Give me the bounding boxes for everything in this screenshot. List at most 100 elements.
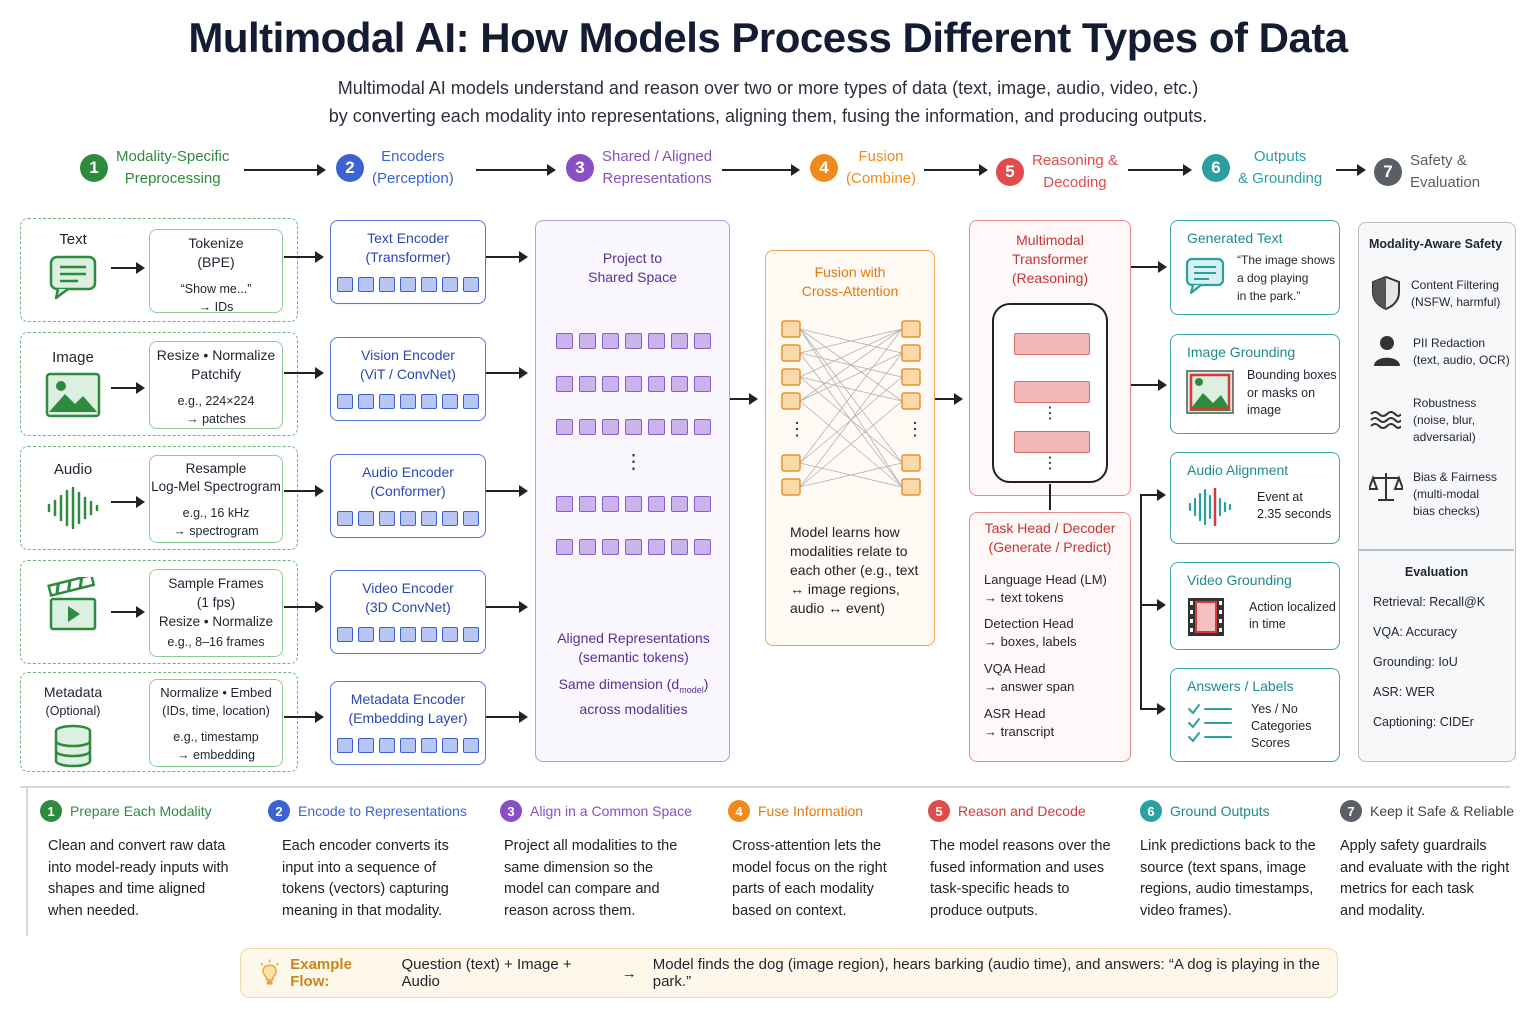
example-flow-banner: Example Flow: Question (text) + Image + … bbox=[240, 948, 1338, 998]
encoder-tokens bbox=[331, 511, 485, 526]
step-4-header: 4 Fusion(Combine) bbox=[810, 146, 916, 190]
flow-arrow bbox=[284, 367, 324, 379]
modality-label: Text bbox=[59, 231, 87, 248]
waveform-icon bbox=[47, 486, 99, 530]
modality-label: Metadata bbox=[43, 684, 103, 700]
row-arrow bbox=[111, 382, 145, 394]
person-icon bbox=[1374, 336, 1400, 366]
step-arrow bbox=[924, 164, 988, 176]
transformer-layer bbox=[1014, 381, 1090, 403]
fusion-ellipsis-right: ⋮ bbox=[906, 419, 924, 439]
flow-arrow bbox=[1140, 489, 1166, 501]
step-3-badge: 3 bbox=[566, 154, 594, 182]
video-encoder: Video Encoder(3D ConvNet) bbox=[330, 570, 486, 654]
database-icon bbox=[54, 724, 92, 768]
image-icon bbox=[45, 372, 101, 418]
vision-encoder: Vision Encoder(ViT / ConvNet) bbox=[330, 337, 486, 421]
step-arrow bbox=[1128, 164, 1192, 176]
step-arrow bbox=[244, 164, 326, 176]
flow-arrow bbox=[284, 251, 324, 263]
shared-token-rows: ⋮ bbox=[536, 333, 731, 555]
transformer-ellipsis: ⋮ bbox=[1042, 455, 1058, 472]
fusion-ellipsis-left: ⋮ bbox=[788, 419, 806, 439]
safety-evaluation-panel: Modality-Aware Safety Content Filtering(… bbox=[1358, 222, 1516, 762]
flow-arrow bbox=[284, 601, 324, 613]
step-5-header: 5 Reasoning &Decoding bbox=[996, 150, 1118, 194]
encoder-tokens bbox=[331, 627, 485, 642]
flow-arrow bbox=[935, 393, 963, 405]
step-5-badge: 5 bbox=[996, 158, 1024, 186]
bounding-box-image-icon bbox=[1186, 370, 1234, 414]
flow-arrow bbox=[1131, 379, 1167, 391]
flow-arrow bbox=[486, 485, 528, 497]
flow-arrow bbox=[486, 711, 528, 723]
row-arrow bbox=[111, 606, 145, 618]
transformer-stack: ⋮ ⋮ bbox=[992, 303, 1108, 483]
step-arrow bbox=[722, 164, 800, 176]
transformer-layer bbox=[1014, 333, 1090, 355]
step-4-badge: 4 bbox=[810, 154, 838, 182]
flow-arrow bbox=[284, 485, 324, 497]
chat-icon bbox=[49, 255, 97, 300]
section-divider bbox=[20, 786, 1510, 788]
flow-arrow bbox=[284, 711, 324, 723]
modality-row-text: Text Tokenize(BPE) “Show me...”→ IDs bbox=[20, 218, 298, 322]
page-subtitle: Multimodal AI models understand and reas… bbox=[328, 78, 1208, 126]
step-arrow bbox=[476, 164, 556, 176]
modality-row-metadata: Metadata (Optional) Normalize • Embed(ID… bbox=[20, 672, 298, 772]
text-encoder: Text Encoder(Transformer) bbox=[330, 220, 486, 304]
encoder-tokens bbox=[331, 738, 485, 753]
step-1-badge: 1 bbox=[80, 154, 108, 182]
flow-arrow bbox=[1131, 261, 1167, 273]
waveform-icon bbox=[1188, 488, 1232, 526]
film-frame-icon bbox=[1188, 598, 1224, 636]
flow-arrow bbox=[486, 367, 528, 379]
cross-attention-graphic bbox=[781, 320, 921, 496]
lightbulb-icon bbox=[260, 959, 279, 985]
checklist-icon bbox=[1188, 704, 1232, 743]
page-title: Multimodal AI: How Models Process Differ… bbox=[188, 14, 1348, 61]
flow-arrow bbox=[730, 393, 758, 405]
row-arrow bbox=[111, 262, 145, 274]
step-6-badge: 6 bbox=[1202, 154, 1230, 182]
encoder-tokens bbox=[331, 394, 485, 409]
flow-connector bbox=[1140, 494, 1142, 710]
divider bbox=[1359, 549, 1514, 551]
example-flow-arrow: → bbox=[621, 964, 637, 982]
flow-connector bbox=[1049, 484, 1051, 510]
audio-encoder: Audio Encoder(Conformer) bbox=[330, 454, 486, 538]
preprocess-text: Tokenize(BPE) “Show me...”→ IDs bbox=[149, 229, 283, 314]
example-flow-label: Example Flow: bbox=[290, 956, 352, 990]
step-7-header: 7 Safety &Evaluation bbox=[1374, 150, 1480, 194]
step-2-header: 2 Encoders(Perception) bbox=[336, 146, 454, 190]
modality-label: Audio bbox=[53, 461, 93, 478]
transformer-layer bbox=[1014, 431, 1090, 453]
flow-arrow bbox=[486, 601, 528, 613]
metadata-encoder: Metadata Encoder(Embedding Layer) bbox=[330, 681, 486, 765]
flow-arrow bbox=[486, 251, 528, 263]
modality-label: Image bbox=[52, 349, 94, 366]
